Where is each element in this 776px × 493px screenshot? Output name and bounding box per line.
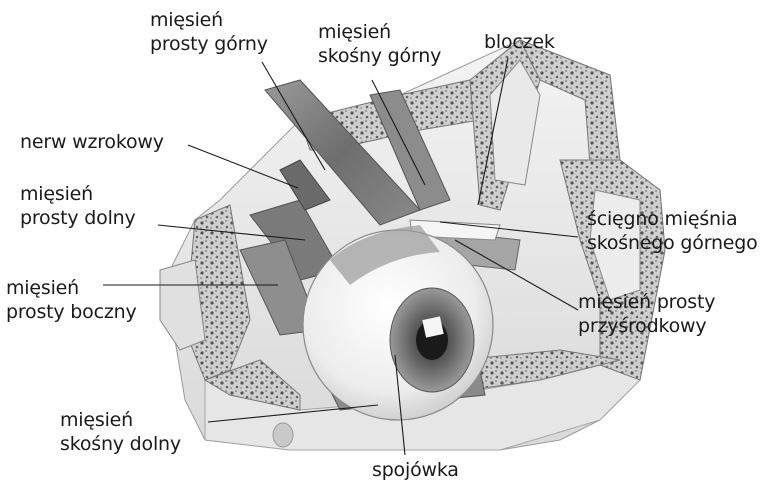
label-superior-oblique: mięsień skośny górny (318, 20, 441, 68)
label-inferior-oblique: mięsień skośny dolny (60, 408, 181, 456)
label-inferior-rectus: mięsień prosty dolny (20, 182, 136, 230)
label-superior-rectus: mięsień prosty górny (150, 8, 268, 56)
label-optic-nerve: nerw wzrokowy (20, 130, 164, 154)
label-superior-oblique-tendon: ścięgno mięśnia skośnego górnego (587, 207, 758, 255)
label-medial-rectus: mięsień prosty przyśrodkowy (578, 290, 715, 338)
label-trochlea: bloczek (484, 30, 555, 54)
label-lateral-rectus: mięsień prosty boczny (6, 276, 137, 324)
label-conjunctiva: spojówka (372, 458, 459, 482)
